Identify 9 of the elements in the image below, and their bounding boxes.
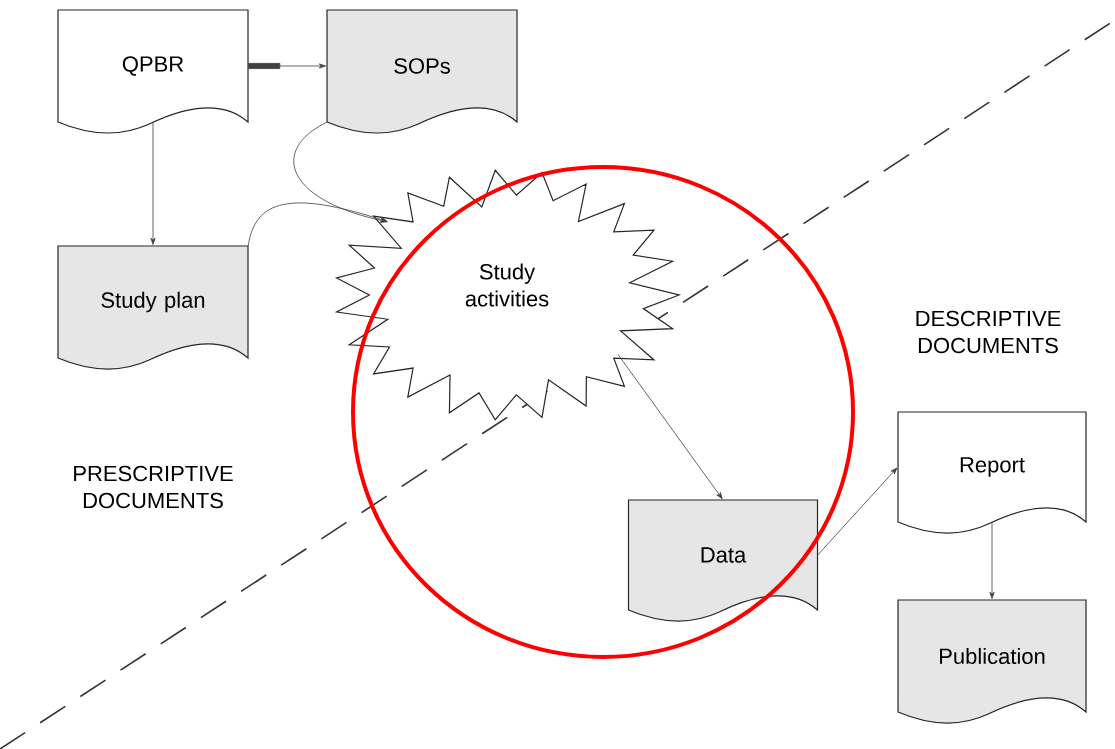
section-label: PRESCRIPTIVE DOCUMENTS — [74, 465, 233, 509]
arrow — [817, 467, 898, 556]
arrow — [248, 63, 326, 69]
arrow — [247, 202, 388, 247]
arrow — [989, 521, 995, 599]
arrow — [293, 121, 388, 223]
arrow — [617, 353, 723, 500]
arrow — [150, 121, 156, 245]
section-label: DESCRIPTIVE DOCUMENTS — [916, 310, 1061, 354]
